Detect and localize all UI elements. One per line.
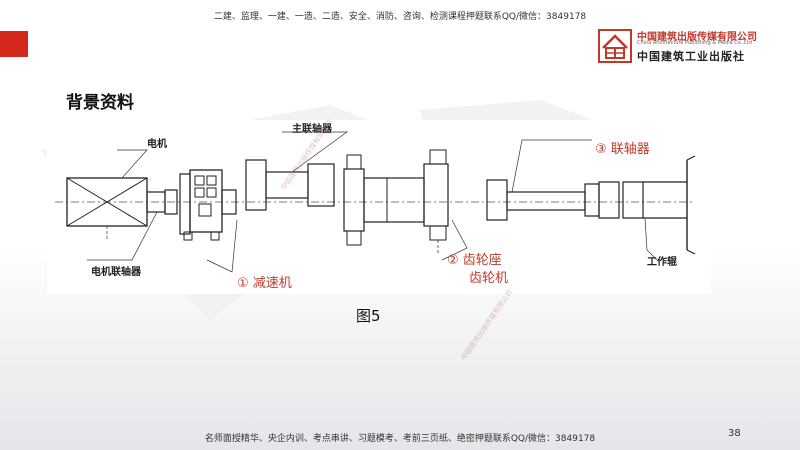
motor-coupling-label: 电机联轴器	[91, 265, 142, 278]
publisher-name-calligraphy: 中国建筑工业出版社	[637, 50, 745, 63]
gear-seat-shape	[343, 149, 449, 254]
gear-machine-label: 齿轮机	[469, 271, 508, 286]
header-banner: 二建、监理、一建、一造、二造、安全、消防、咨询、检测课程押题联系QQ/微信：38…	[213, 12, 587, 22]
work-roll-label: 工作辊	[647, 255, 677, 268]
coupling-shape	[486, 179, 620, 221]
publisher-logo: 中国建筑出版传媒有限公司 China Architecture Publishi…	[597, 26, 777, 68]
gear-seat-label: ② 齿轮座	[447, 253, 502, 268]
reducer-label: ① 减速机	[237, 276, 292, 291]
reducer-shape	[179, 169, 237, 241]
publisher-emblem-icon	[598, 29, 632, 63]
section-title: 背景资料	[66, 93, 134, 113]
motor-label: 电机	[147, 137, 167, 150]
main-coupling-label: 主联轴器	[292, 122, 333, 135]
publisher-name-cn: 中国建筑出版传媒有限公司	[637, 32, 757, 43]
footer-banner: 名师面授精华、央企内训、考点串讲、习题模考、考前三页纸、绝密押题联系QQ/微信：…	[204, 434, 596, 444]
publisher-name-en: China Architecture Publishing & Media Co…	[637, 40, 752, 46]
coupling-label: ③ 联轴器	[595, 142, 650, 157]
work-roll-shape	[622, 155, 696, 255]
main-coupling-shape	[245, 159, 335, 211]
motor-coupling-shape	[146, 189, 178, 215]
page-number: 38	[728, 428, 741, 439]
motor-shape	[66, 177, 148, 240]
accent-tab	[0, 31, 28, 57]
figure-caption: 图5	[356, 307, 381, 325]
drive-train-diagram: 电机 主联轴器 电机联轴器 ① 减速机 ② 齿轮座 齿轮机 ③ 联轴器 工作辊	[47, 120, 711, 294]
drive-train-svg: 电机 主联轴器 电机联轴器 ① 减速机 ② 齿轮座 齿轮机 ③ 联轴器 工作辊	[55, 122, 696, 291]
